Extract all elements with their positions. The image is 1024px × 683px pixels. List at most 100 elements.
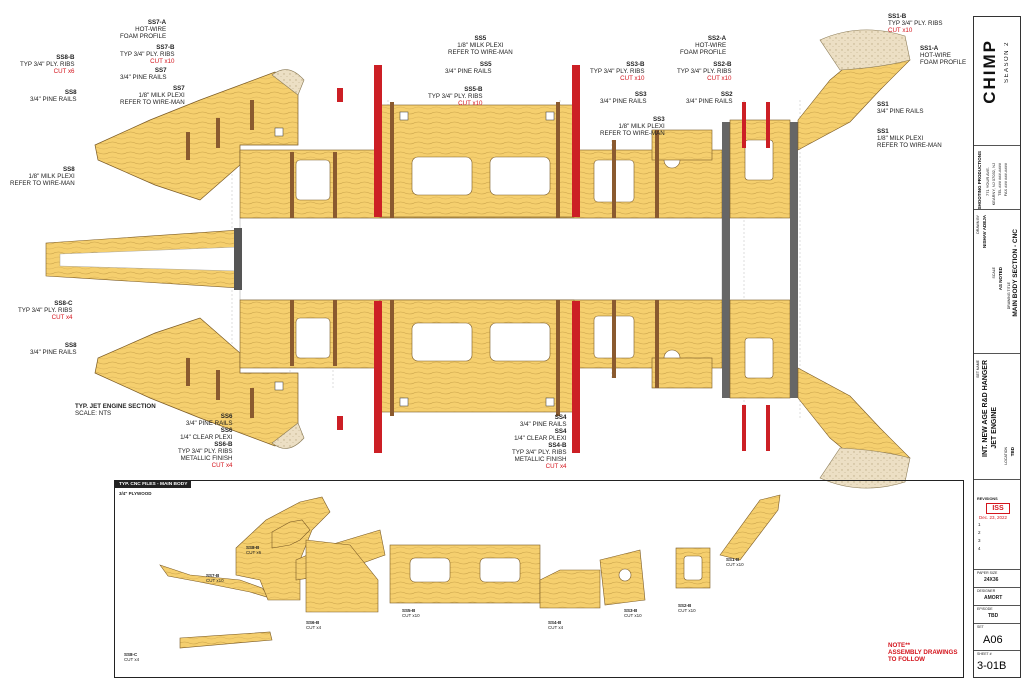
line1: HOT-WIRE [920,52,951,59]
line1: 1/4" CLEAR PLEXI [514,435,567,442]
code: SS2-A [707,35,727,42]
code: SS7 [173,85,185,92]
cut: CUT x6 [246,550,262,555]
code: SS8 [63,166,75,173]
cut: CUT x4 [548,625,564,630]
phone2: FAX ### ###-#### [1003,163,1008,197]
upper-main-body [239,65,723,219]
rev-row-2: 2 [978,530,981,535]
cut: CUT x10 [726,562,744,567]
code: SS1-B [888,13,907,20]
sheet-number: 3-01B [977,660,1007,672]
paper-label: PAPER SIZE [977,571,998,575]
iss-date: Dec. 23, 2022 [979,515,1008,520]
code: SS6 [220,427,233,434]
code: SS1-B [726,557,740,562]
line1: 1/8" MILK PLEXI [138,92,185,99]
line1: TYP 3/4" PLY. RIBS [590,68,645,75]
code: SS5 [479,61,492,68]
line2: FOAM PROFILE [680,49,727,56]
code: SS8-C [124,652,138,657]
code: SS2-B [678,603,692,608]
drawing-title: MAIN BODY SECTION - CNC [1012,229,1019,317]
line1: 3/4" PINE RAILS [30,96,77,103]
code: SS7-B [206,573,220,578]
cut: CUT x10 [402,613,420,618]
drawn-by-label: DRAWN BY [976,215,980,234]
code: SS4 [554,414,567,421]
line2: REFER TO WIRE-MAN [10,180,75,187]
cut: CUT x10 [206,578,224,583]
code: SS5-B [464,86,483,93]
line1: 1/8" MILK PLEXI [877,135,924,142]
code: SS8-B [246,545,260,550]
line2: REFER TO WIRE-MAN [877,142,942,149]
scale-label: SCALE [992,267,996,279]
cut: CUT x4 [51,314,73,321]
cut: CUT x4 [306,625,322,630]
paper-size: 24X36 [984,577,999,583]
code: SS2 [720,91,733,98]
line1: TYP 3/4" PLY. RIBS [512,449,567,456]
upper-left-nacelle [94,69,343,201]
code: SS8 [64,89,77,96]
cut: CUT x10 [624,613,642,618]
code: SS4-B [548,620,562,625]
brand-logo: CHIMP [980,39,999,104]
drawing-title-label: DRAWING TITLE [1007,282,1011,310]
line1: 1/4" CLEAR PLEXI [180,434,233,441]
location-label: LOCATION [1004,447,1008,465]
line1: 3/4" PINE RAILS [686,98,733,105]
code: SS3 [634,91,647,98]
designer: AMORT [984,595,1003,601]
line2: METALLIC FINISH [514,456,567,463]
cnc-files-panel: TYP. CNC FILES - MAIN BODY 3/4" PLYWOOD [114,480,964,678]
code: SS6-B [214,441,233,448]
line1: TYP 3/4" PLY. RIBS [677,68,732,75]
line1: 3/4" PINE RAILS [30,349,77,356]
line1: TYP 3/4" PLY. RIBS [888,20,943,27]
line1: 1/8" MILK PLEXI [28,173,75,180]
line2: SCALE: NTS [75,410,112,417]
code: SS7 [154,67,167,74]
line1: TYP 3/4" PLY. RIBS [20,61,75,68]
title-block: CHIMP SEASON 2 SHOOTING PRODUCTIONS 771 … [973,16,1021,678]
episode: TBD [988,613,999,619]
line1: TYP 3/4" PLY. RIBS [178,448,233,455]
line1: 3/4" PINE RAILS [120,74,167,81]
cut: CUT x10 [888,27,913,34]
cut: CUT x10 [458,100,483,107]
company: SHOOTING PRODUCTIONS [977,151,982,210]
set-name-label: SET NAME [976,360,980,378]
sheet-number-label: SHEET # [977,652,992,656]
central-fuselage-cavity [239,217,723,301]
scale: AS NOTED [998,267,1003,291]
drawn-by: NISHAV ADEJA [982,215,987,249]
episode-label: EPISODE [977,607,993,611]
rev-row-3: 3 [978,538,981,543]
line2: REFER TO WIRE-MAN [600,130,665,137]
line1: TYP 3/4" PLY. RIBS [18,307,73,314]
line1: TYP 3/4" PLY. RIBS [120,51,175,58]
cut: CUT x10 [707,75,732,82]
line1: 3/4" PINE RAILS [519,421,567,428]
